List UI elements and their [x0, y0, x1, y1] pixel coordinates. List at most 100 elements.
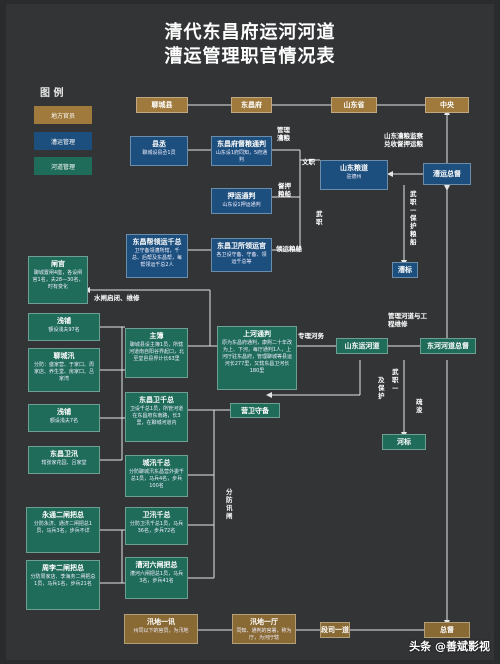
label-zhuanli: 专理河务 — [298, 332, 324, 340]
qianpu-2-title: 浅铺 — [57, 408, 71, 416]
label-lingyun: 领运粮船 — [276, 245, 302, 253]
box-central-government: 中央 — [425, 97, 469, 113]
bottom-zongdu-label: 总督 — [440, 626, 454, 634]
box-zhaguan: 闸官 聊城置闸4座，各设闸官1名，夫28—30名，时有变化 — [28, 256, 88, 304]
box-duansi-dao: 段司一道 — [320, 622, 350, 638]
zhaguan-desc: 聊城置闸4座，各设闸官1名，夫28—30名，时有变化 — [32, 270, 84, 290]
legend-item-local: 地方官员 — [34, 106, 92, 124]
liaocheng-xun-title: 聊城汛 — [53, 352, 75, 360]
liuzha-desc: 漕河六闸把总1员，马兵3名，步兵41名 — [129, 571, 184, 584]
legend-item-cao: 漕运管理 — [34, 132, 92, 150]
label-fenfang: 分防讯闸 — [226, 488, 233, 520]
qianpu-1-desc: 额设浅夫97名 — [48, 327, 80, 333]
box-yayun-tongpan: 押运通判 山东设1押运通判 — [211, 188, 272, 214]
footer-watermark: 头条 @善斌影视 — [409, 640, 490, 653]
zhubu-desc: 聊城县设主簿1员，所辖河道南自阳谷界起口，北至堂邑县界计长63里 — [129, 342, 185, 362]
donghe-zongdu-label: 东河河道总督 — [427, 342, 469, 350]
shanghe-title: 上河通判 — [243, 330, 271, 338]
chengxun-desc: 分防聊城汛东昌营外委千总1员，马兵4名，步兵100名 — [129, 469, 185, 489]
shanghe-desc: 原为东昌府通判，康熙二十年改为上、下河，每厅通判1人，上河厅驻东昌府，管理聊城等… — [221, 340, 292, 374]
box-caobiao: 漕标 — [392, 262, 418, 278]
label-guanli-he: 管理河道与工程维修 — [388, 312, 427, 328]
box-chengxun-qianzong: 城汛千总 分防聊城汛东昌营外委千总1员，马兵4名，步兵100名 — [125, 455, 188, 497]
title-line-1: 清代东昌府运河河道 — [164, 22, 336, 43]
box-hebiao: 河标 — [382, 434, 426, 450]
central-government-label: 中央 — [440, 101, 454, 109]
box-wei-qianzong: 东昌卫千总 卫设千总1员，所管河道在东昌府东南路，长3里，在聊城河道内 — [125, 392, 188, 442]
label-wuzhi-1: 武职 — [316, 210, 323, 226]
box-weixun-qianzong: 卫汛千总 分防卫汛千总1员，马兵36名，步兵72名 — [125, 507, 188, 545]
weixun-desc: 分防卫汛千总1员，马兵36名，步兵72名 — [129, 521, 184, 534]
box-shandong-province: 山东省 — [331, 97, 377, 113]
label-wuzhi-baohu: 武职—保护粮船 — [410, 190, 417, 246]
box-xundi-xun: 汛地一讯 州同以下的官员，为汛地 — [124, 614, 198, 644]
title-line-2: 漕运管理职官情况表 — [164, 46, 336, 67]
label-guanli-cao: 管理漕粮 — [277, 126, 290, 142]
box-weishoubei: 东昌卫所领运官 各卫设守备、守备、领运千总等 — [211, 238, 272, 272]
box-qianpu-2: 浅铺 额设浅夫7名 — [28, 404, 100, 432]
shandong-yunhe-label: 山东运河道 — [344, 342, 380, 350]
hebiao-label: 河标 — [397, 438, 411, 446]
legend-heading: 图 例 — [40, 88, 64, 99]
yayun-desc: 山东设1押运通判 — [222, 202, 261, 208]
liaocheng-county-label: 聊城县 — [151, 101, 173, 109]
liangdao-desc: 驻德州 — [346, 174, 362, 180]
qianpu-2-desc: 额设浅夫7名 — [49, 418, 79, 424]
yongtong-title: 永通二闸把总 — [42, 511, 84, 519]
box-dongchang-weixun: 东昌卫汛 辖张家花园、吕家堂 — [28, 446, 100, 474]
dongchang-weixun-desc: 辖张家花园、吕家堂 — [41, 460, 87, 466]
yingshou-bei-label: 营卫守备 — [241, 406, 269, 415]
qianpu-1-title: 浅铺 — [57, 317, 71, 325]
yayun-title: 押运通判 — [227, 192, 256, 200]
box-cao-zongdu: 漕运总督 — [423, 163, 471, 185]
box-liaocheng-county: 聊城县 — [136, 97, 188, 113]
box-dongchang-prefecture: 东昌府 — [231, 97, 272, 113]
label-liusuo: 疏浚 — [416, 398, 423, 414]
liuzha-title: 漕河六闸把总 — [135, 561, 178, 569]
xundi-xun-desc: 州同以下的官员，为汛地 — [133, 628, 189, 634]
yongtong-desc: 分防永济、通济二闸把总1员，马兵3名，步兵不详 — [33, 521, 93, 534]
xundi-ting-title: 汛地一厅 — [250, 618, 278, 626]
tongpan-desc: 山东设1府同知，5府通判 — [215, 150, 268, 163]
cao-zongdu-label: 漕运总督 — [433, 170, 461, 178]
weishoubei-title: 东昌卫所领运官 — [217, 242, 266, 250]
box-yongtong-bazong: 永通二闸把总 分防永济、通济二闸把总1员，马兵3名，步兵不详 — [26, 507, 100, 553]
box-xundi-ting: 汛地一厅 同知、通判的官署，称为厅，为河厅辖 — [232, 614, 296, 644]
box-liuzha-bazong: 漕河六闸把总 漕河六闸把总1员，马兵3名，步兵41名 — [125, 557, 188, 599]
xundi-ting-desc: 同知、通判的官署，称为厅，为河厅辖 — [236, 628, 292, 641]
duansi-dao-label: 段司一道 — [321, 626, 349, 634]
weixun-title: 卫汛千总 — [142, 511, 171, 519]
box-bottom-zongdu: 总督 — [424, 622, 470, 638]
dongchang-prefecture-label: 东昌府 — [241, 101, 262, 109]
box-shandong-liangdao: 山东粮道 驻德州 — [320, 160, 388, 190]
chengxun-title: 城汛千总 — [142, 459, 171, 467]
caobiao-label: 漕标 — [398, 266, 412, 274]
box-tongpan: 东昌府督粮通判 山东设1府同知，5府通判 — [211, 136, 272, 166]
box-zhouli-bazong: 周李二闸把总 分防周家店、李海务二闸把总1员，马兵1名，步兵21名 — [26, 560, 100, 610]
weishoubei-desc: 各卫设守备、守备、领运千总等 — [216, 252, 267, 265]
box-yingshou-bei: 营卫守备 — [230, 403, 280, 418]
zhouli-title: 周李二闸把总 — [42, 564, 84, 572]
box-liaocheng-xun: 聊城汛 分防：盛家营、于家口、周家店、养生堂、房家口、吕家湾 — [28, 348, 100, 392]
xiancheng-desc: 聊城设县丞1员 — [142, 150, 176, 156]
dongchang-weixun-title: 东昌卫汛 — [50, 450, 78, 458]
box-shanghe-tongpan: 上河通判 原为东昌府通判，康熙二十年改为上、下河，每厅通判1人，上河厅驻东昌府，… — [217, 326, 297, 390]
label-wuzhi-2: 武职— — [392, 368, 399, 392]
xiancheng-title: 县丞 — [152, 140, 166, 148]
label-shuizha: 水闸启闭、维修 — [94, 294, 140, 302]
qianzong-desc: 卫守备领漕所辖，千总、后帮及东昌帮，每帮领运千总2人 — [131, 248, 182, 268]
tongpan-title: 东昌府督粮通判 — [217, 140, 266, 148]
label-shandong-caoliang: 山东漕粮监察兑收督押运粮 — [384, 132, 423, 148]
box-xiancheng: 县丞 聊城设县丞1员 — [130, 136, 188, 166]
liangdao-title: 山东粮道 — [340, 164, 368, 172]
xundi-xun-title: 汛地一讯 — [147, 618, 175, 626]
wei-qianzong-desc: 卫设千总1员，所管河道在东昌府东南路，长3里，在聊城河道内 — [129, 406, 184, 426]
label-wenzhi: 文职 — [302, 158, 315, 166]
box-donghe-zongdu: 东河河道总督 — [420, 338, 476, 354]
label-duzhu-liang: 督押粮船 — [278, 182, 291, 198]
zhaguan-title: 闸官 — [51, 260, 65, 268]
box-zhubu: 主簿 聊城县设主簿1员，所辖河道南自阳谷界起口，北至堂邑县界计长63里 — [125, 328, 188, 378]
box-qianpu-1: 浅铺 额设浅夫97名 — [28, 313, 100, 341]
box-dongchang-qianzong: 东昌帮领运千总 卫守备领漕所辖，千总、后帮及东昌帮，每帮领运千总2人 — [126, 234, 188, 278]
label-ji-hu: 及保护 — [378, 376, 385, 400]
